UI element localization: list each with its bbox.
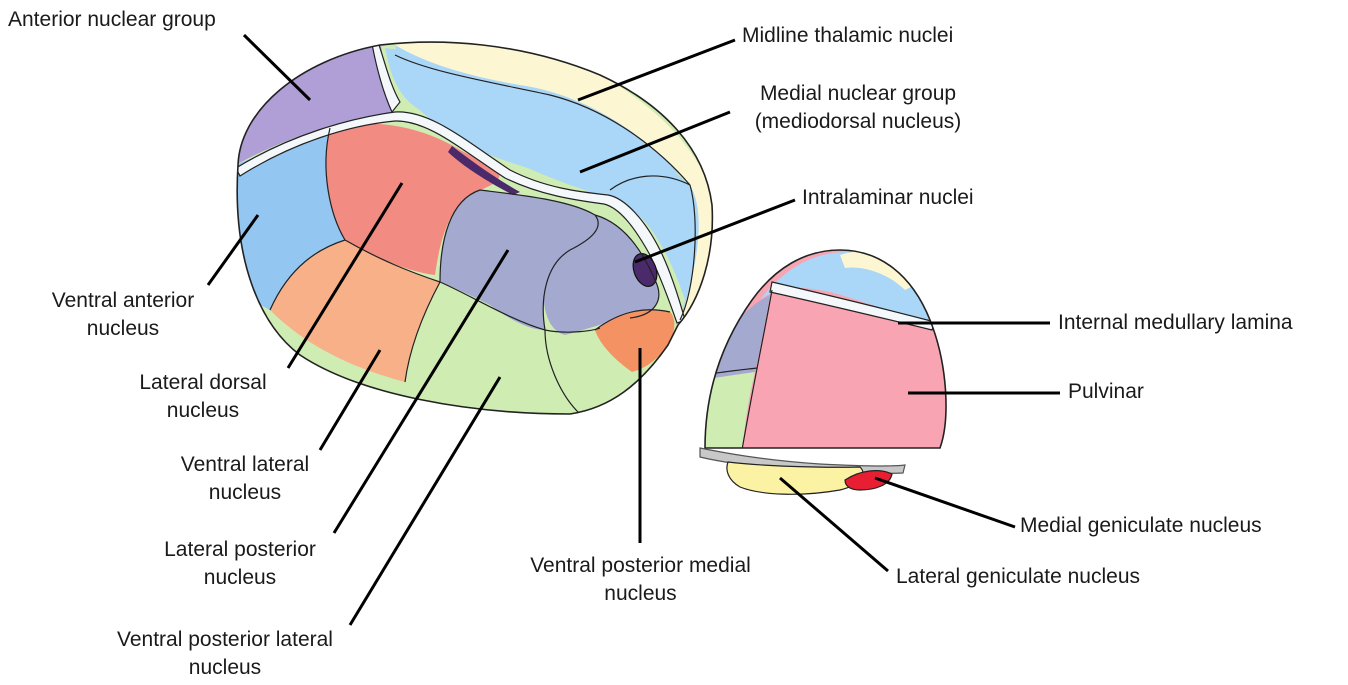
leader-vpl: [348, 376, 502, 626]
lateral-geniculate-shape: [726, 461, 864, 495]
label-vl-line2: nucleus: [208, 481, 282, 504]
label-medial-geniculate-nucleus: Medial geniculate nucleus: [1020, 514, 1262, 537]
leader-ventral-anterior: [206, 214, 260, 286]
label-lateral-dorsal: Lateral dorsal nucleus: [128, 369, 278, 425]
posterior-vpl-region: [705, 372, 755, 448]
label-ventral-posterior-medial: Ventral posterior medial nucleus: [498, 552, 783, 608]
label-ventral-lateral: Ventral lateral nucleus: [160, 451, 330, 507]
label-vl-line1: Ventral lateral: [180, 453, 310, 476]
leader-intralaminar: [634, 198, 796, 264]
label-ld-line1: Lateral dorsal: [139, 371, 267, 394]
thalamus-main-view: [237, 42, 713, 414]
label-midline-thalamic-nuclei: Midline thalamic nuclei: [742, 24, 954, 47]
posterior-lamina-band: [769, 281, 936, 331]
label-ventral-anterior: Ventral anterior nucleus: [28, 287, 218, 343]
thalamus-posterior-outline: [704, 249, 947, 449]
thalamus-posterior-view: [705, 250, 946, 448]
label-ventral-posterior-lateral: Ventral posterior lateral nucleus: [95, 626, 355, 682]
leader-medial-geniculate: [874, 476, 1016, 529]
leader-medial: [579, 110, 731, 174]
thalamus-main-outline: [236, 41, 714, 415]
label-lateral-posterior: Lateral posterior nucleus: [140, 536, 340, 592]
label-va-line1: Ventral anterior: [51, 289, 195, 312]
medial-upper-region: [395, 45, 680, 190]
label-medial-line1: Medial nuclear group: [759, 82, 957, 105]
label-va-line2: nucleus: [86, 317, 160, 340]
ventral-lateral-region: [270, 240, 440, 382]
posterior-midline-region: [840, 251, 915, 290]
leader-anterior: [242, 33, 312, 102]
leader-lateral-geniculate: [779, 476, 889, 573]
label-lp-line1: Lateral posterior: [164, 538, 316, 561]
leader-lateral-dorsal: [286, 182, 404, 369]
region-borders: [269, 54, 696, 414]
label-pulvinar: Pulvinar: [1068, 380, 1144, 403]
label-vpm-line1: Ventral posterior medial: [530, 554, 751, 577]
label-intralaminar-nuclei: Intralaminar nuclei: [802, 186, 974, 209]
leader-lines: [206, 33, 1060, 626]
leader-midline: [577, 38, 736, 102]
ventral-anterior-region: [237, 128, 345, 310]
midline-thalamic-nuclei-region: [395, 42, 713, 330]
ventral-posterior-medial-region: [595, 309, 675, 372]
label-internal-medullary-lamina: Internal medullary lamina: [1058, 311, 1293, 334]
label-medial-line2: (mediodorsal nucleus): [754, 110, 962, 133]
label-anterior-nuclear-group: Anterior nuclear group: [8, 8, 216, 31]
medial-geniculate-shape: [844, 470, 893, 491]
label-lp-line2: nucleus: [203, 566, 277, 589]
label-medial-nuclear-group: Medial nuclear group (mediodorsal nucleu…: [728, 80, 988, 136]
lamina-upper-band: [371, 42, 401, 114]
intralaminar-sliver: [448, 146, 520, 195]
label-lateral-geniculate-nucleus: Lateral geniculate nucleus: [896, 565, 1141, 588]
lateral-posterior-region-b: [543, 215, 659, 335]
label-vpl-line2: nucleus: [188, 656, 262, 679]
leader-ventral-lateral: [318, 349, 382, 451]
leader-lateral-posterior: [332, 249, 510, 534]
label-ld-line2: nucleus: [166, 399, 240, 422]
label-vpl-line1: Ventral posterior lateral: [117, 628, 333, 651]
label-vpm-line2: nucleus: [604, 582, 677, 605]
